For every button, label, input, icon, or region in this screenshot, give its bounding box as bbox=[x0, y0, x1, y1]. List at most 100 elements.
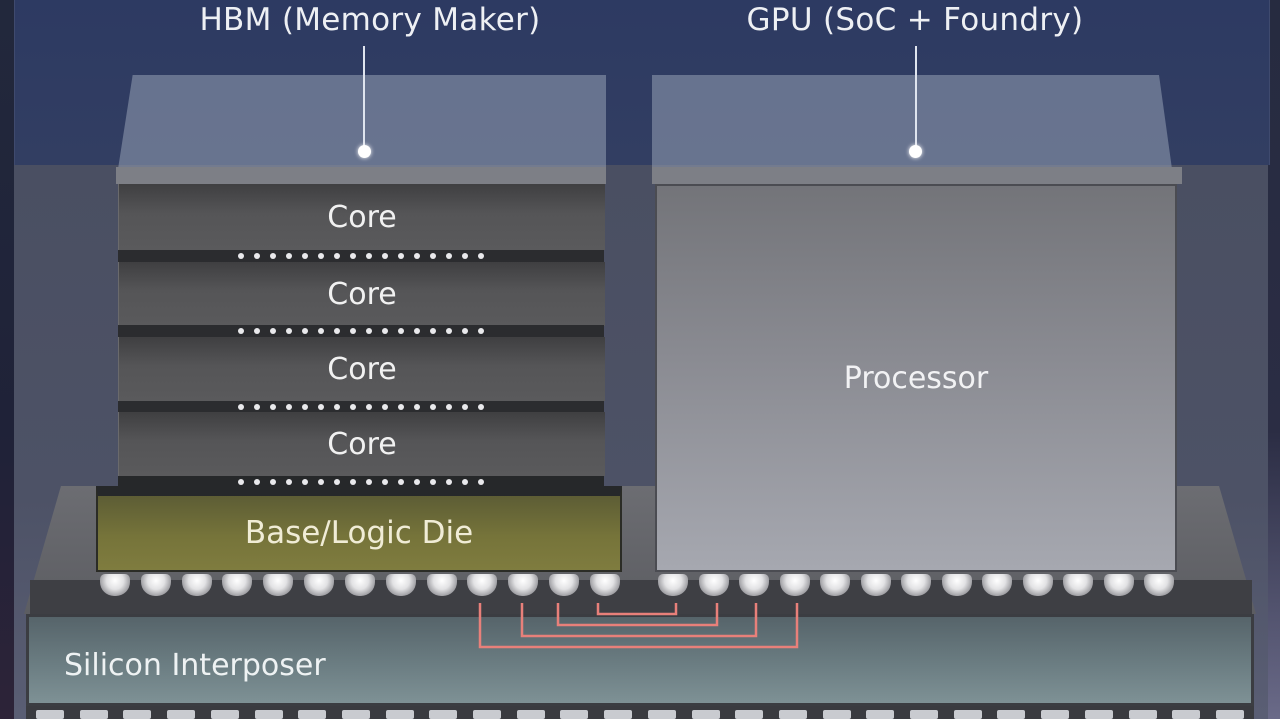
package-pad bbox=[79, 710, 108, 719]
interposer-trace bbox=[478, 603, 799, 649]
gpu-title: GPU (SoC + Foundry) bbox=[746, 2, 1084, 38]
tsv-dot bbox=[334, 404, 340, 410]
package-pad bbox=[1084, 710, 1113, 719]
tsv-dot bbox=[382, 479, 388, 485]
package-pad bbox=[822, 710, 851, 719]
hbm-cap-lip bbox=[116, 167, 606, 184]
tsv-dot bbox=[238, 479, 244, 485]
tsv-row bbox=[118, 401, 604, 413]
tsv-dot bbox=[430, 479, 436, 485]
tsv-dot bbox=[366, 253, 372, 259]
package-pad bbox=[560, 710, 589, 719]
microbump bbox=[860, 574, 891, 596]
tsv-dot bbox=[366, 479, 372, 485]
tsv-dot bbox=[446, 404, 452, 410]
package-pad bbox=[298, 710, 327, 719]
processor-label: Processor bbox=[843, 360, 989, 396]
package-pad bbox=[735, 710, 764, 719]
microbump bbox=[140, 574, 171, 596]
package-pad bbox=[691, 710, 720, 719]
tsv-dot bbox=[318, 479, 324, 485]
tsv-dot bbox=[398, 404, 404, 410]
hbm-core-layer: Core bbox=[118, 262, 605, 326]
tsv-dot bbox=[462, 253, 468, 259]
tsv-dot bbox=[286, 253, 292, 259]
package-pad bbox=[1215, 710, 1244, 719]
package-pad bbox=[341, 710, 370, 719]
tsv-dot bbox=[398, 479, 404, 485]
microbump bbox=[100, 574, 130, 596]
tsv-dot bbox=[238, 253, 244, 259]
tsv-dot bbox=[350, 253, 356, 259]
package-pad bbox=[36, 710, 64, 719]
microbump bbox=[698, 574, 729, 596]
interposer-label: Silicon Interposer bbox=[64, 648, 326, 683]
tsv-dot bbox=[302, 404, 308, 410]
tsv-dot bbox=[270, 404, 276, 410]
gpu-processor-die: Processor bbox=[655, 184, 1177, 572]
package-pad bbox=[167, 710, 196, 719]
package-pad bbox=[385, 710, 414, 719]
tsv-dot bbox=[462, 404, 468, 410]
tsv-dot bbox=[366, 404, 372, 410]
tsv-dot bbox=[254, 328, 260, 334]
package-pad bbox=[1128, 710, 1157, 719]
microbump bbox=[982, 574, 1012, 596]
tsv-dot bbox=[462, 479, 468, 485]
microbump bbox=[1022, 574, 1053, 596]
microbump bbox=[222, 574, 253, 596]
package-pad bbox=[123, 710, 152, 719]
package-pad bbox=[210, 710, 239, 719]
hbm-base-logic-die: Base/Logic Die bbox=[96, 486, 622, 572]
gpu-leader-line bbox=[915, 46, 917, 150]
tsv-dot bbox=[238, 404, 244, 410]
tsv-dot bbox=[302, 479, 308, 485]
package-pad bbox=[473, 710, 502, 719]
hbm-core-layer: Core bbox=[118, 337, 605, 401]
microbump bbox=[589, 574, 620, 596]
tsv-dot bbox=[286, 328, 292, 334]
interposer-trace bbox=[596, 603, 678, 616]
hbm-microbump-row bbox=[100, 574, 620, 598]
tsv-dot bbox=[398, 253, 404, 259]
tsv-dot bbox=[350, 328, 356, 334]
gpu-microbump-row bbox=[658, 574, 1174, 598]
tsv-dot bbox=[254, 253, 260, 259]
package-pad bbox=[604, 710, 633, 719]
microbump bbox=[820, 574, 850, 596]
microbump bbox=[181, 574, 212, 596]
tsv-dot bbox=[334, 253, 340, 259]
leader-dot-icon bbox=[358, 145, 371, 158]
background-left-edge bbox=[0, 0, 14, 719]
tsv-row bbox=[118, 250, 604, 262]
tsv-dot bbox=[270, 479, 276, 485]
tsv-row bbox=[118, 476, 604, 488]
microbump bbox=[385, 574, 416, 596]
tsv-dot bbox=[302, 328, 308, 334]
tsv-dot bbox=[302, 253, 308, 259]
microbump bbox=[739, 574, 769, 596]
tsv-dot bbox=[382, 328, 388, 334]
package-pad bbox=[997, 710, 1026, 719]
microbump bbox=[1103, 574, 1134, 596]
package-pad bbox=[516, 710, 545, 719]
microbump bbox=[467, 574, 498, 596]
tsv-dot bbox=[254, 404, 260, 410]
background-right-edge bbox=[1268, 0, 1280, 719]
tsv-dot bbox=[414, 328, 420, 334]
package-pad bbox=[1172, 710, 1201, 719]
microbump bbox=[344, 574, 375, 596]
microbump bbox=[941, 574, 972, 596]
microbump bbox=[779, 574, 810, 596]
tsv-dot bbox=[286, 404, 292, 410]
tsv-dot bbox=[238, 328, 244, 334]
hbm-core-layer: Core bbox=[118, 184, 605, 250]
tsv-dot bbox=[446, 479, 452, 485]
tsv-dot bbox=[414, 479, 420, 485]
microbump bbox=[263, 574, 294, 596]
interposer-traces bbox=[478, 603, 799, 649]
tsv-dot bbox=[350, 479, 356, 485]
tsv-dot bbox=[254, 479, 260, 485]
microbump bbox=[658, 574, 688, 596]
hbm-leader-line bbox=[363, 46, 365, 150]
